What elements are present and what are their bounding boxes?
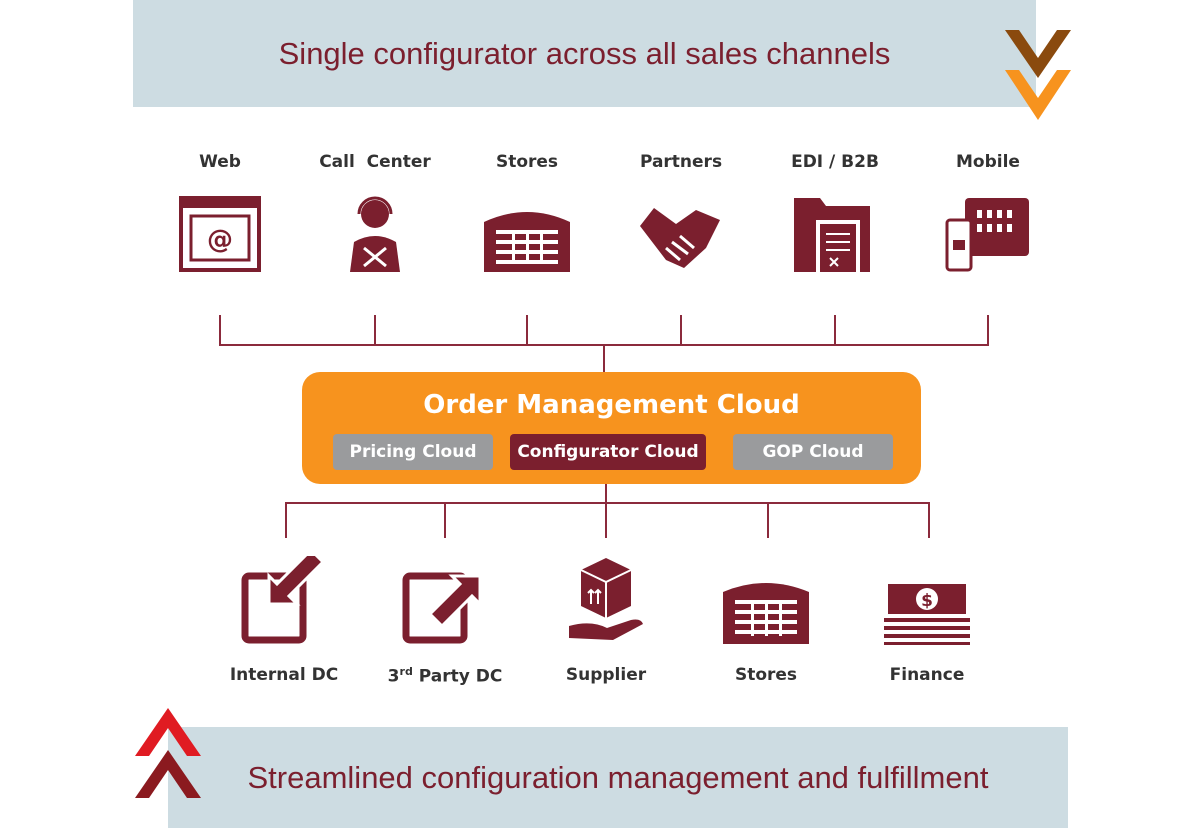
mobile-tablet-icon (945, 198, 1029, 272)
channel-label-partners: Partners (639, 152, 723, 172)
fulfillment-label-supplier: Supplier (565, 665, 647, 685)
svg-text:@: @ (207, 225, 233, 255)
connector (603, 344, 605, 372)
inbound-arrow-box-icon (241, 556, 326, 644)
connector (767, 502, 769, 538)
hub-title: Order Management Cloud (423, 390, 800, 420)
channel-label-mobile: Mobile (956, 152, 1020, 172)
store-icon (484, 212, 570, 272)
channel-label-edi-b2b: EDI / B2B (791, 152, 879, 172)
bottom-banner: Streamlined configuration management and… (168, 727, 1068, 828)
connector (987, 315, 989, 346)
bottom-banner-text: Streamlined configuration management and… (247, 759, 989, 795)
connector (285, 502, 287, 538)
connector (834, 315, 836, 346)
connector (526, 315, 528, 346)
chevron-up-icon (135, 708, 201, 798)
money-stack-icon: $ (884, 584, 970, 645)
connector (928, 502, 930, 538)
connector (605, 484, 607, 504)
label-part: 3 (387, 666, 400, 687)
connector-bus-bottom (285, 502, 930, 504)
connector (605, 502, 607, 538)
fulfillment-label-3rd-party-dc: 3rd Party DC (365, 665, 525, 687)
gop-cloud-module: GOP Cloud (733, 434, 893, 470)
label-part: Party DC (412, 666, 503, 687)
fulfillment-label-finance: Finance (889, 665, 965, 685)
supplier-package-hand-icon (569, 558, 643, 640)
connector (374, 315, 376, 346)
configurator-cloud-module: Configurator Cloud (510, 434, 706, 470)
chevron-down-icon (1005, 30, 1071, 120)
connector (680, 315, 682, 346)
connector (444, 502, 446, 538)
label-superscript: rd (399, 665, 413, 678)
outbound-arrow-box-icon (402, 572, 482, 644)
fulfillment-label-stores: Stores (734, 665, 798, 685)
call-center-agent-icon (350, 196, 400, 272)
handshake-icon (640, 208, 720, 268)
edi-document-folder-icon (794, 198, 870, 272)
top-banner: Single configurator across all sales cha… (133, 0, 1036, 107)
order-management-cloud-box: Order Management Cloud Pricing Cloud Con… (302, 372, 921, 484)
channel-label-stores: Stores (495, 152, 559, 172)
connector (219, 315, 221, 346)
svg-text:$: $ (921, 591, 933, 611)
channel-label-call-center: Call Center (319, 152, 431, 172)
top-banner-text: Single configurator across all sales cha… (278, 35, 891, 71)
channel-label-web: Web (199, 152, 241, 172)
fulfillment-label-internal-dc: Internal DC (229, 665, 339, 685)
store-icon (723, 583, 809, 644)
pricing-cloud-module: Pricing Cloud (333, 434, 493, 470)
web-browser-icon: @ (179, 196, 261, 272)
